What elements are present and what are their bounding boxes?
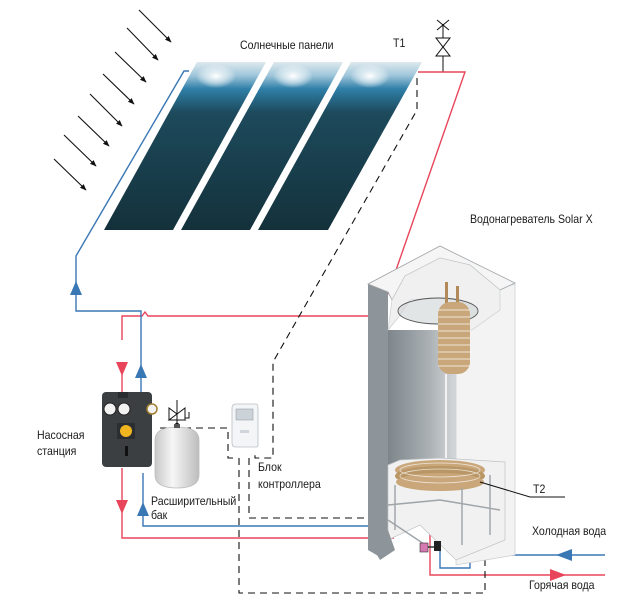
sun-ray-icon [126, 27, 159, 61]
arrow-up-icon [70, 281, 82, 295]
expansion-tank-label-line1: Расширительный [151, 494, 237, 508]
water-heater-label: Водонагреватель Solar X [470, 212, 593, 226]
arrow-up-icon [137, 502, 149, 516]
solar-panels [104, 62, 422, 230]
expansion-tank [154, 424, 200, 489]
controller-unit [231, 403, 259, 448]
mixing-valve-icon [419, 541, 441, 553]
pump-station-label-line1: Насосная [37, 428, 85, 442]
controller-label-line2: контроллера [258, 477, 321, 491]
t2-sensor-leader [479, 481, 565, 498]
t1-sensor-label: T1 [393, 36, 406, 50]
lower-heat-exchanger-coil [395, 460, 485, 491]
water-heater [367, 245, 516, 566]
cold-flow-arrows [70, 281, 572, 561]
sun-ray-icon [53, 158, 87, 191]
t2-sensor-label: T2 [533, 482, 546, 496]
sensor-wiring [160, 78, 486, 594]
controller-label-line1: Блок [258, 460, 282, 474]
solar-panel [181, 62, 343, 230]
cold-water-label: Холодная вода [532, 524, 607, 538]
hot-pipe-circuit [121, 71, 605, 576]
upper-heat-exchanger-coil [438, 282, 470, 374]
sun-ray-icon [138, 9, 172, 43]
arrow-up-icon [135, 364, 147, 378]
solar-panel [104, 62, 266, 230]
sun-rays [53, 9, 172, 191]
pump-station-label-line2: станция [37, 444, 77, 458]
arrow-down-icon [116, 362, 128, 376]
sun-ray-icon [63, 134, 97, 167]
pump-icon [120, 425, 132, 437]
pressure-gauge-icon [146, 403, 158, 415]
expansion-tank-label-line2: бак [151, 508, 168, 522]
arrow-down-icon [116, 500, 128, 514]
sun-ray-icon [89, 93, 123, 127]
pump-station [102, 392, 158, 467]
pressure-gauge-icon [103, 402, 117, 416]
pressure-gauge-icon [117, 402, 131, 416]
arrow-right-icon [550, 569, 566, 581]
hot-water-label: Горячая вода [529, 578, 595, 592]
sun-ray-icon [102, 73, 135, 105]
safety-valve-icon [167, 400, 190, 428]
solar-panels-label: Солнечные панели [240, 38, 334, 52]
hot-flow-arrows [116, 362, 566, 581]
sun-ray-icon [114, 51, 147, 83]
controller-display [235, 408, 254, 421]
arrow-left-icon [556, 549, 572, 561]
solar-panel [258, 62, 422, 230]
sun-ray-icon [77, 115, 110, 147]
air-vent-valve-icon [434, 19, 452, 72]
